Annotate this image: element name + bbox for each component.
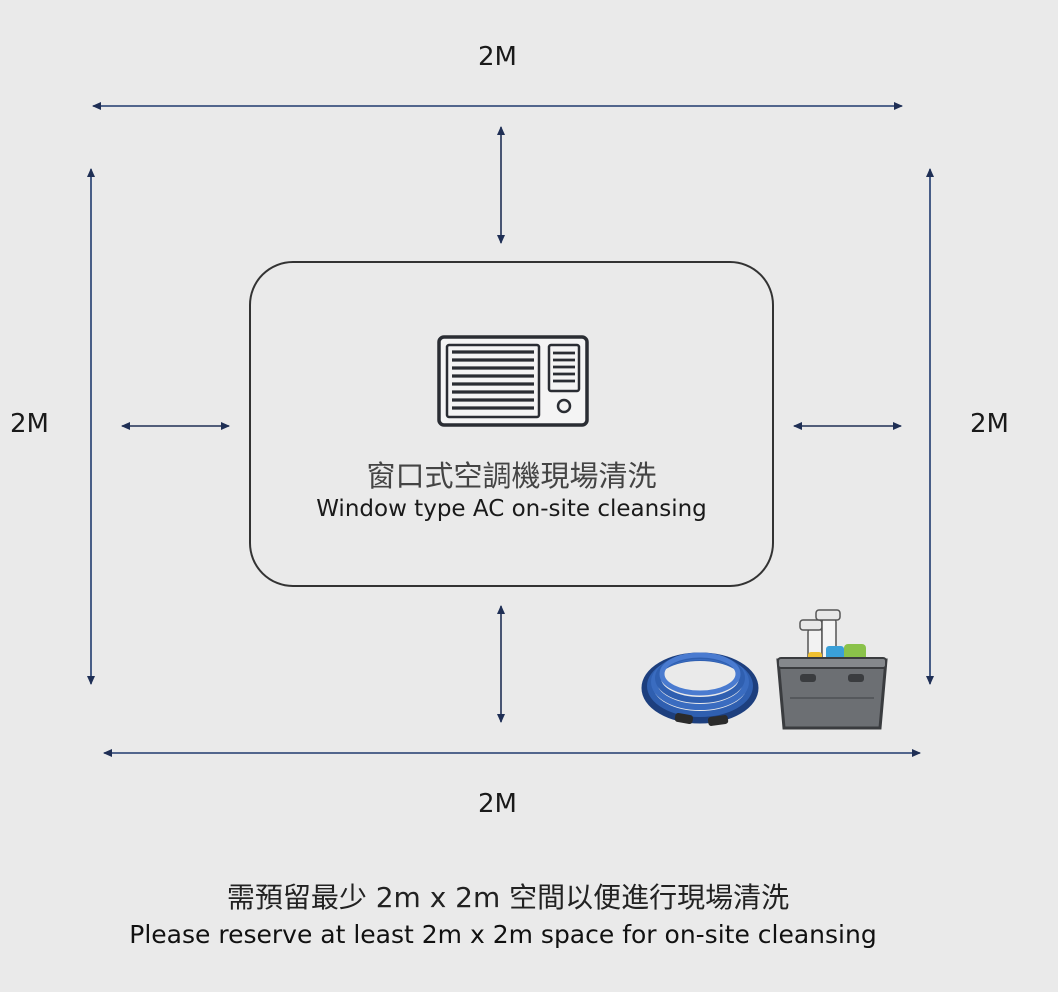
window-ac-icon	[437, 335, 589, 427]
top-dimension-label: 2M	[478, 42, 517, 72]
unit-title-english: Window type AC on-site cleansing	[316, 496, 707, 522]
caption-chinese: 需預留最少 2m x 2m 空間以便進行現場清洗	[226, 881, 790, 914]
unit-title-chinese: 窗口式空調機現場清洗	[366, 459, 657, 493]
cleaning-supplies-icon	[776, 609, 888, 730]
cleaning-tools-illustration	[641, 609, 888, 730]
bottom-dimension-label: 2M	[478, 789, 517, 819]
caption-english: Please reserve at least 2m x 2m space fo…	[129, 920, 877, 949]
right-dimension-label: 2M	[970, 409, 1009, 439]
hose-icon	[641, 652, 759, 726]
left-dimension-label: 2M	[10, 409, 49, 439]
ac-unit-area: 窗口式空調機現場清洗 Window type AC on-site cleans…	[249, 261, 774, 587]
